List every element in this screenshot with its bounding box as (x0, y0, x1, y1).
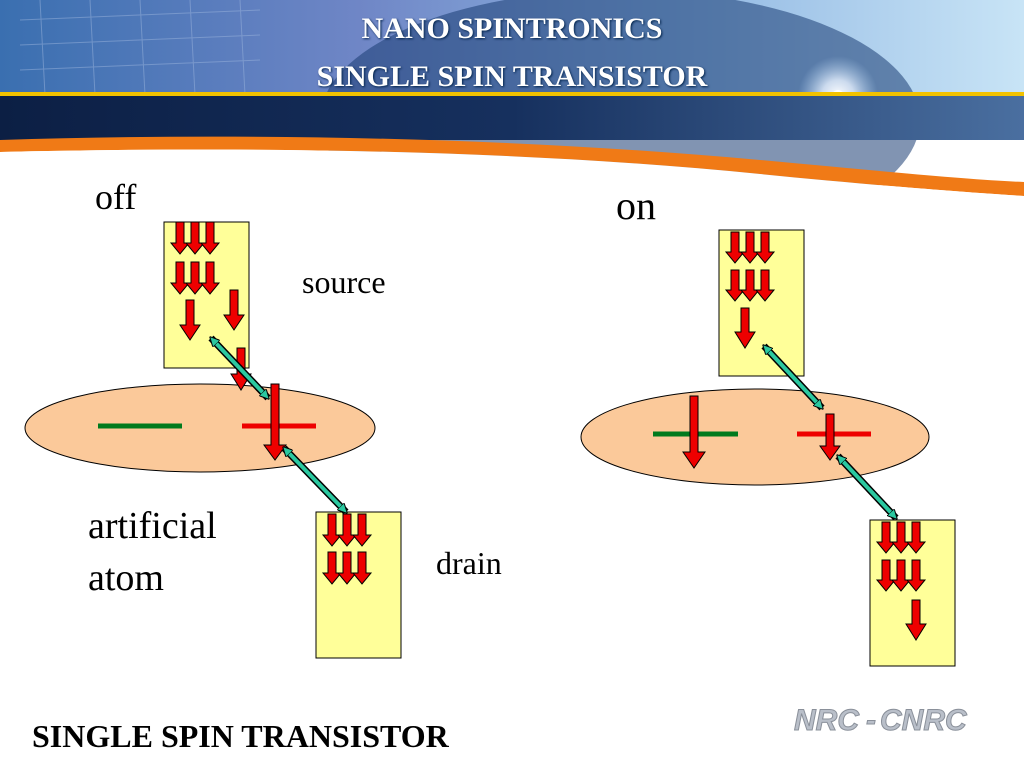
spin-down-arrow (890, 521, 912, 554)
spin-down-arrow (739, 231, 761, 264)
spin-down-arrow (875, 559, 897, 592)
on-drain-spins (875, 521, 927, 641)
spin-down-arrow (199, 221, 221, 255)
spin-down-arrow (321, 551, 343, 585)
spin-down-arrow (905, 521, 927, 554)
spin-down-arrow (169, 261, 191, 295)
on-state-label: on (616, 183, 656, 228)
spin-down-arrow (724, 269, 746, 302)
header-banner (0, 0, 1024, 200)
spin-down-arrow (336, 513, 358, 547)
spin-down-arrow (739, 269, 761, 302)
svg-text:CNRC: CNRC (880, 704, 968, 737)
on-artificial-atom (580, 388, 930, 486)
spin-down-arrow (819, 413, 841, 461)
spin-down-arrow (199, 261, 221, 295)
spin-down-arrow (321, 513, 343, 547)
on-state-panel (580, 229, 956, 667)
spin-down-arrow (263, 383, 287, 461)
footer-title: SINGLE SPIN TRANSISTOR (32, 718, 449, 754)
spin-down-arrow (682, 395, 706, 469)
slide-title-line-2: SINGLE SPIN TRANSISTOR (316, 60, 708, 93)
spin-down-arrow (734, 307, 756, 349)
spin-down-arrow (223, 289, 245, 331)
off-source-spins (169, 221, 245, 341)
keyboard-texture (19, 0, 261, 96)
nrc-cnrc-logo: NRC - CNRC (794, 704, 969, 738)
spin-down-arrow (875, 521, 897, 554)
spin-down-arrow (351, 551, 373, 585)
artificial-atom-label: artificial atom (88, 500, 217, 604)
drain-label: drain (436, 545, 502, 581)
source-label: source (302, 264, 386, 300)
spin-down-arrow (184, 261, 206, 295)
spin-down-arrow (890, 559, 912, 592)
spin-down-arrow (351, 513, 373, 547)
spin-down-arrow (169, 221, 191, 255)
artificial-atom-label-line-2: atom (88, 557, 164, 599)
off-artificial-atom (24, 383, 376, 473)
off-state-panel (24, 221, 402, 659)
svg-text:NRC: NRC (794, 704, 860, 737)
spin-down-arrow (179, 299, 201, 341)
off-drain-spins (321, 513, 373, 585)
spin-down-arrow (724, 231, 746, 264)
orange-swoosh (0, 136, 1024, 196)
svg-text:-: - (866, 704, 876, 737)
artificial-atom-label-line-1: artificial (88, 505, 217, 547)
on-source-spins (724, 231, 776, 349)
spin-down-arrow (754, 269, 776, 302)
off-state-label: off (95, 177, 137, 217)
slide-title-line-1: NANO SPINTRONICS (361, 12, 663, 45)
spin-down-arrow (754, 231, 776, 264)
spin-down-arrow (905, 599, 927, 641)
spin-down-arrow (336, 551, 358, 585)
spin-down-arrow (184, 221, 206, 255)
spin-down-arrow (905, 559, 927, 592)
